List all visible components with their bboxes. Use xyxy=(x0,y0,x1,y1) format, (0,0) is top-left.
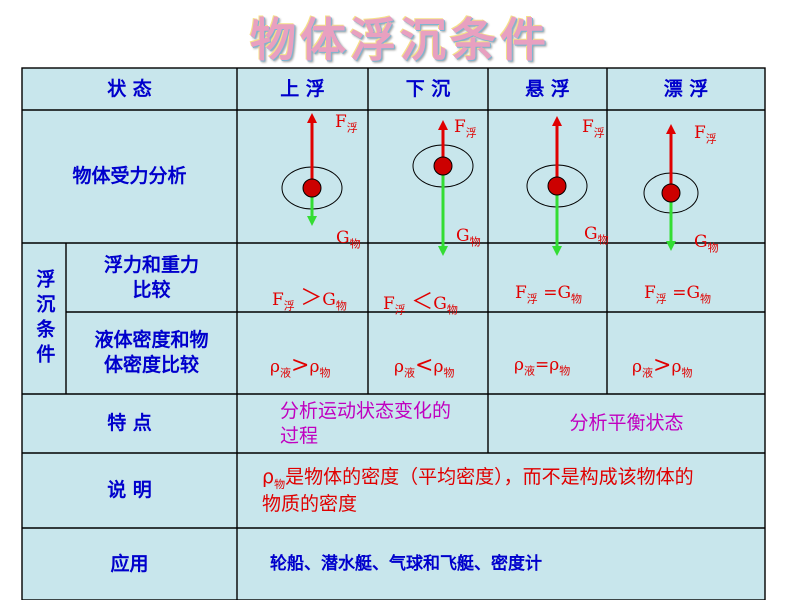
force-compare-sinking: F浮 ＜G物 xyxy=(383,290,458,317)
feature-balance: 分析平衡状态 xyxy=(569,412,684,435)
object-ball-floating xyxy=(661,183,681,203)
object-ball-rising xyxy=(302,178,322,198)
force-compare-suspended: F浮 =G物 xyxy=(515,283,583,306)
header-floating: 漂 浮 xyxy=(663,77,709,100)
row-label-condition-group: 浮沉条件 xyxy=(33,268,56,369)
gravity-arrowhead-floating xyxy=(666,241,676,251)
object-ball-suspended xyxy=(547,176,567,196)
row-label-force-analysis: 物体受力分析 xyxy=(72,165,187,188)
table-lines xyxy=(21,67,766,600)
force-label-G-1: G物 xyxy=(336,228,361,251)
density-compare-suspended: ρ液=ρ物 xyxy=(514,355,571,378)
gravity-arrowhead-suspended xyxy=(552,246,562,256)
feature-motion: 分析运动状态变化的过程 xyxy=(280,400,452,447)
gravity-arrowhead-rising xyxy=(307,216,317,226)
force-label-F-3: F浮 xyxy=(582,117,605,140)
density-compare-floating: ρ液>ρ物 xyxy=(632,353,693,380)
force-compare-rising: F浮 ＞G物 xyxy=(272,286,347,313)
density-compare-sinking: ρ液<ρ物 xyxy=(394,353,455,380)
row-label-density-compare-line2: 体密度比较 xyxy=(103,354,199,376)
row-label-force-compare-line2: 比较 xyxy=(132,278,171,301)
row-label-force-compare: 浮力和重力 比较 xyxy=(66,243,237,312)
row-label-force-compare-line1: 浮力和重力 xyxy=(103,253,199,276)
table-background xyxy=(22,68,765,600)
gravity-arrowhead-sinking xyxy=(438,246,448,256)
buoyancy-arrowhead-rising xyxy=(307,113,317,123)
force-label-F-1: F浮 xyxy=(335,112,358,135)
force-compare-floating: F浮 =G物 xyxy=(644,283,712,306)
header-sinking: 下 沉 xyxy=(405,77,451,100)
apply-text: 轮船、潜水艇、气球和飞艇、密度计 xyxy=(270,553,542,574)
row-label-density-compare-line1: 液体密度和物 xyxy=(94,329,209,352)
buoyancy-arrowhead-suspended xyxy=(552,116,562,126)
force-diagrams xyxy=(281,113,699,256)
force-label-G-4: G物 xyxy=(694,232,719,255)
row-label-apply: 应用 xyxy=(110,552,149,575)
object-ball-sinking xyxy=(433,156,453,176)
buoyancy-arrowhead-sinking xyxy=(438,120,448,130)
row-label-explain: 说 明 xyxy=(107,479,152,502)
force-label-G-3: G物 xyxy=(584,224,609,247)
header-suspended: 悬 浮 xyxy=(525,77,570,100)
force-label-G-2: G物 xyxy=(456,226,481,249)
header-state: 状 态 xyxy=(107,77,152,100)
density-compare-rising: ρ液>ρ物 xyxy=(270,353,331,380)
buoyancy-arrowhead-floating xyxy=(666,124,676,134)
force-label-F-4: F浮 xyxy=(694,123,717,146)
page-title: 物体浮沉条件 xyxy=(250,13,550,67)
row-label-feature: 特 点 xyxy=(107,412,152,435)
row-label-density-compare: 液体密度和物 体密度比较 xyxy=(66,312,237,394)
header-rising: 上 浮 xyxy=(280,77,325,100)
explain-text: ρ物是物体的密度（平均密度），而不是构成该物体的物质的密度 xyxy=(262,466,694,516)
force-label-F-2: F浮 xyxy=(454,117,477,140)
